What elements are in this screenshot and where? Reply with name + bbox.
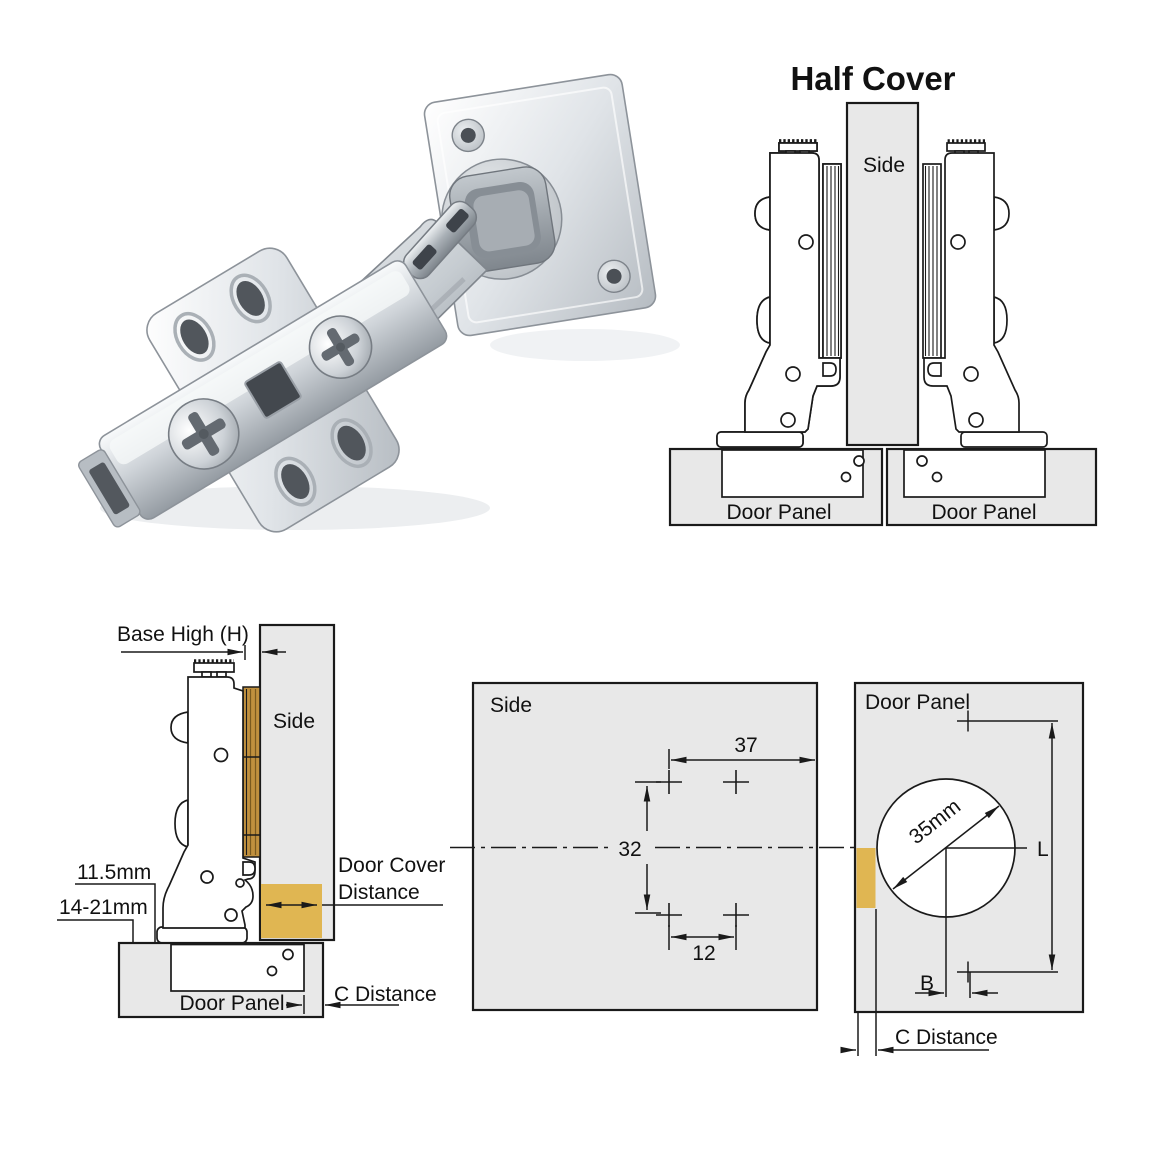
side-panel-label: Side bbox=[863, 154, 905, 177]
mounting-side-view: Side Door Cover Distance bbox=[57, 623, 445, 1019]
door-panel-hinge-recess bbox=[170, 943, 305, 992]
half-cover-diagram: Half Cover Side Door Panel Door Panel bbox=[668, 60, 1098, 527]
product-photo bbox=[78, 73, 680, 533]
half-cover-title: Half Cover bbox=[790, 60, 955, 97]
hinge-arm-cross-section bbox=[242, 686, 261, 858]
cup-plate-screw-hole-bottom bbox=[597, 259, 631, 293]
dim-base-high: Base High (H) bbox=[117, 623, 286, 660]
mounting-plate-slot bbox=[330, 418, 373, 469]
door-cover-highlight bbox=[261, 884, 322, 938]
door-cover-highlight bbox=[856, 848, 876, 908]
door-panel-right-label: Door Panel bbox=[931, 501, 1036, 524]
hinge-side-view-large bbox=[156, 659, 261, 944]
mounting-plate-slot bbox=[229, 273, 272, 324]
drill-position-marks bbox=[656, 770, 749, 927]
door-panel-drilling: Door Panel 35mm L B bbox=[840, 681, 1085, 1056]
side-panel-label: Side bbox=[490, 694, 532, 717]
hinge-cup-plate bbox=[423, 73, 657, 337]
c-distance-label: C Distance bbox=[334, 983, 437, 1006]
door-panel-left-hinge-recess bbox=[721, 449, 864, 498]
dim-32: 32 bbox=[609, 781, 661, 914]
door-cover-label-line1: Door Cover bbox=[338, 854, 445, 877]
cabinet-side-panel bbox=[845, 101, 920, 447]
dim-c-distance: C Distance bbox=[286, 983, 437, 1014]
dim-c-distance: C Distance bbox=[840, 909, 998, 1056]
plate-square-hole bbox=[244, 361, 302, 419]
door-cover-label-line2: Distance bbox=[338, 881, 420, 904]
dim-length-l: L bbox=[957, 710, 1058, 983]
hinge-drawing-right bbox=[923, 142, 1047, 448]
door-panel-label: Door Panel bbox=[179, 992, 284, 1015]
cam-screw bbox=[308, 315, 373, 379]
door-panel-left-label: Door Panel bbox=[726, 501, 831, 524]
dim-door-cover: Door Cover Distance bbox=[266, 854, 445, 909]
door-panel-right-hinge-recess bbox=[903, 449, 1046, 498]
mounting-plate-slot bbox=[274, 456, 317, 507]
dim-l-label: L bbox=[1037, 838, 1049, 861]
hinge-mounting-plate bbox=[78, 247, 448, 533]
dim-37-label: 37 bbox=[734, 734, 757, 757]
cam-screw bbox=[167, 398, 240, 470]
base-high-label: Base High (H) bbox=[117, 623, 249, 646]
mounting-plate-slot bbox=[173, 311, 216, 362]
dim-b: B bbox=[915, 972, 998, 998]
side-panel-label: Side bbox=[273, 710, 315, 733]
dim-12: 12 bbox=[668, 925, 737, 965]
photo-shadow-cup bbox=[490, 329, 680, 361]
dim-b-label: B bbox=[920, 972, 934, 995]
door-thickness-label: 14-21mm bbox=[59, 896, 148, 919]
dim-32-label: 32 bbox=[618, 838, 641, 861]
side-panel-drilling: Side 37 32 12 bbox=[450, 681, 938, 1012]
plate-offset-label: 11.5mm bbox=[77, 861, 151, 884]
dim-12-label: 12 bbox=[692, 942, 715, 965]
cup-plate-screw-hole-top bbox=[451, 118, 485, 153]
c-distance-label: C Distance bbox=[895, 1026, 998, 1049]
dim-37: 37 bbox=[668, 734, 815, 769]
door-panel-label: Door Panel bbox=[865, 691, 970, 714]
hinge-drawing-left bbox=[717, 142, 841, 448]
